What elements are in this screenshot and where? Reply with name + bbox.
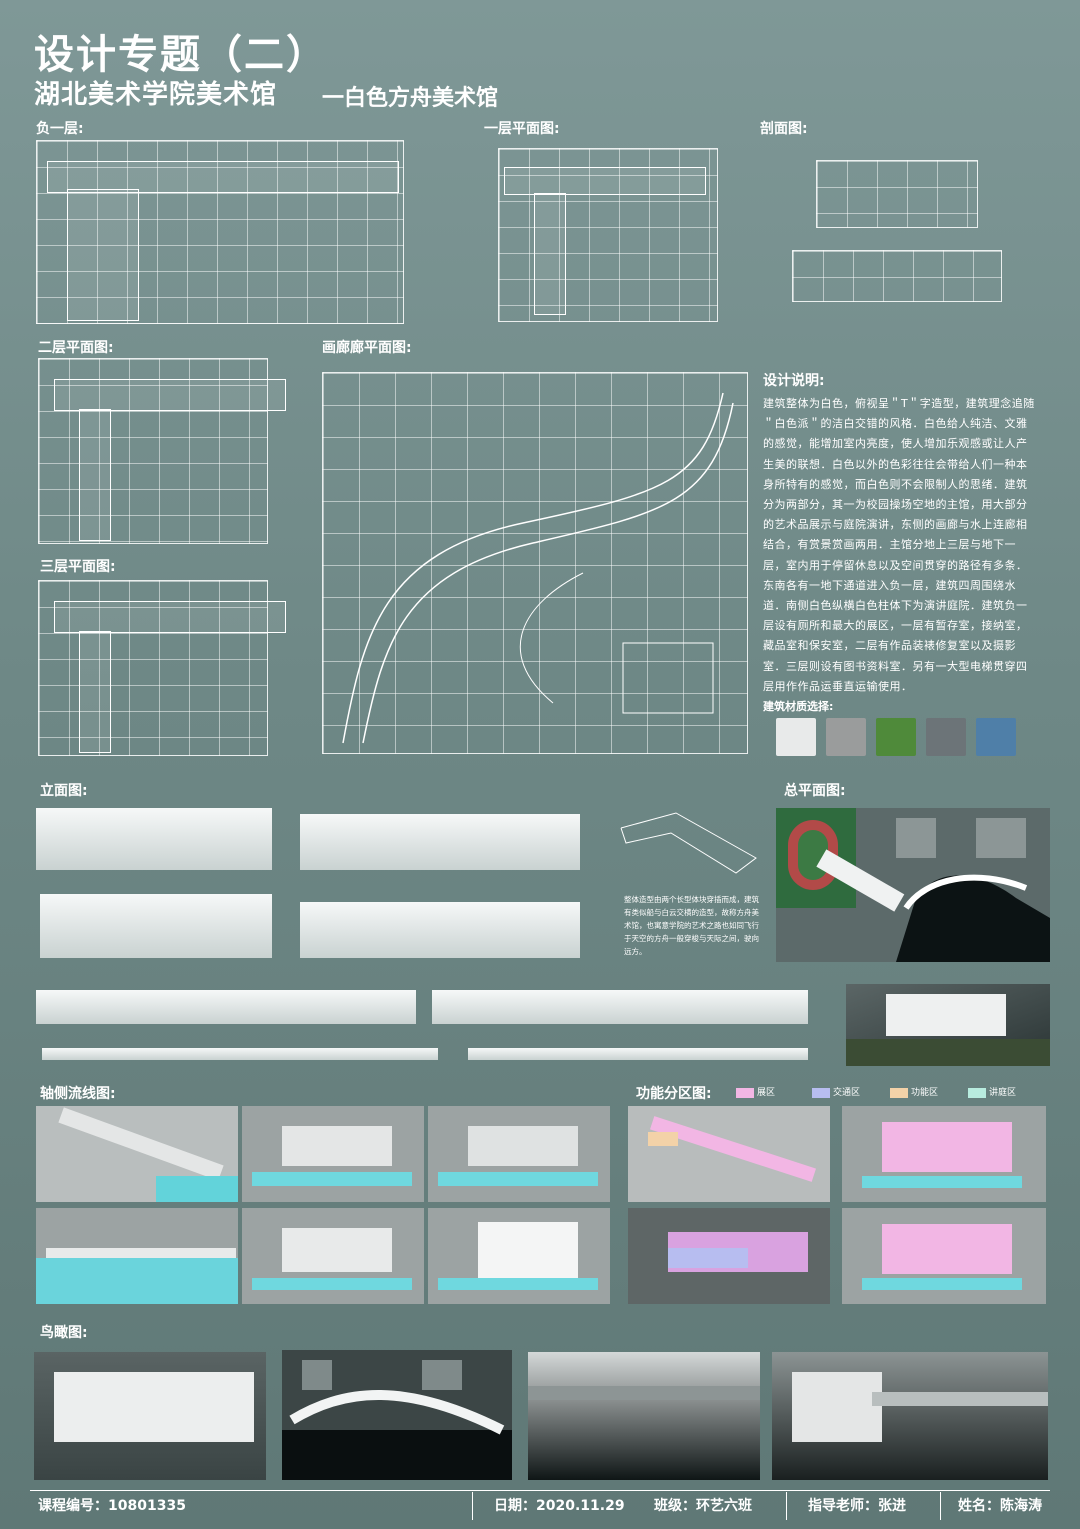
aerial-1 bbox=[34, 1352, 266, 1480]
section-label: 剖面图: bbox=[760, 121, 808, 137]
footer-sep-1 bbox=[472, 1492, 473, 1520]
aerial-2 bbox=[282, 1350, 512, 1480]
floor1-plan bbox=[498, 148, 718, 322]
section-lower bbox=[792, 250, 1002, 302]
long-elevation-2 bbox=[432, 990, 808, 1024]
axon-3 bbox=[428, 1106, 610, 1202]
long-section-2 bbox=[468, 1048, 808, 1060]
poster-subtitle: 湖北美术学院美术馆 bbox=[34, 80, 278, 110]
elevation-3 bbox=[40, 894, 272, 958]
gallery-curve bbox=[342, 392, 734, 744]
perspective-render bbox=[846, 984, 1050, 1066]
aerial-label: 鸟瞰图: bbox=[40, 1325, 88, 1341]
floor3-plan bbox=[38, 580, 286, 756]
elevation-2 bbox=[300, 814, 580, 870]
footer-course: 课程编号：10801335 bbox=[38, 1498, 186, 1514]
function-1 bbox=[628, 1106, 830, 1202]
site-plan-image bbox=[776, 808, 1050, 962]
footer-sep-3 bbox=[940, 1492, 941, 1520]
elevation-1 bbox=[36, 808, 272, 870]
aerial-3 bbox=[528, 1352, 760, 1480]
footer-class: 班级：环艺六班 bbox=[654, 1498, 752, 1514]
aerial-4 bbox=[772, 1352, 1048, 1480]
material-swatch-grass bbox=[876, 718, 916, 756]
axon-4 bbox=[36, 1208, 238, 1304]
elevation-4 bbox=[300, 902, 580, 958]
elevation-note: 整体造型由两个长型体块穿插而成，建筑有类似船与白云交横的造型，故称方舟美术馆，也… bbox=[624, 895, 759, 956]
footer-sep-2 bbox=[786, 1492, 787, 1520]
section-upper bbox=[816, 160, 978, 228]
axon-label: 轴侧流线图: bbox=[40, 1086, 116, 1102]
gallery-plan bbox=[322, 372, 748, 754]
gallery-label: 画廊廊平面图: bbox=[322, 340, 412, 356]
function-2 bbox=[842, 1106, 1046, 1202]
material-swatch-glass bbox=[976, 718, 1016, 756]
long-elevation-1 bbox=[36, 990, 416, 1024]
aerial-2-graphic bbox=[282, 1360, 512, 1480]
long-section-1 bbox=[42, 1048, 438, 1060]
function-label: 功能分区图: bbox=[636, 1086, 712, 1102]
site-plan-graphic bbox=[776, 808, 1050, 962]
legend-lecture: 讲庭区 bbox=[968, 1085, 1016, 1098]
siteplan-label: 总平面图: bbox=[784, 783, 846, 799]
design-description-title: 设计说明: bbox=[763, 373, 825, 389]
basement-label: 负一层: bbox=[36, 121, 84, 137]
footer-date: 日期：2020.11.29 bbox=[494, 1498, 625, 1514]
basement-plan bbox=[36, 140, 404, 324]
legend-function: 功能区 bbox=[890, 1085, 938, 1098]
floor2-label: 二层平面图: bbox=[38, 340, 114, 356]
floor2-plan bbox=[38, 358, 286, 544]
footer-teacher: 指导老师：张进 bbox=[808, 1498, 906, 1514]
elevation-label: 立面图: bbox=[40, 783, 88, 799]
axon-2 bbox=[242, 1106, 424, 1202]
footer-divider bbox=[30, 1490, 1050, 1491]
footer-name: 姓名：陈海涛 bbox=[958, 1498, 1042, 1514]
function-4 bbox=[842, 1208, 1046, 1304]
massing-sketch bbox=[620, 812, 757, 874]
material-swatch-grey bbox=[826, 718, 866, 756]
axon-6 bbox=[428, 1208, 610, 1304]
axon-1 bbox=[36, 1106, 238, 1202]
materials-label: 建筑材质选择: bbox=[763, 700, 834, 713]
material-swatch-stone bbox=[926, 718, 966, 756]
poster-subtitle-2: 一白色方舟美术馆 bbox=[322, 86, 499, 111]
design-description: 建筑整体为白色，俯视呈＂T＂字造型，建筑理念追随＂白色派＂的洁白交错的风格．白色… bbox=[763, 397, 1035, 693]
floor3-label: 三层平面图: bbox=[40, 559, 116, 575]
poster-title: 设计专题（二） bbox=[34, 32, 328, 78]
floor1-label: 一层平面图: bbox=[484, 121, 560, 137]
legend-exhibit: 展区 bbox=[736, 1085, 775, 1098]
legend-traffic: 交通区 bbox=[812, 1085, 860, 1098]
function-3 bbox=[628, 1208, 830, 1304]
axon-5 bbox=[242, 1208, 424, 1304]
material-swatch-white bbox=[776, 718, 816, 756]
